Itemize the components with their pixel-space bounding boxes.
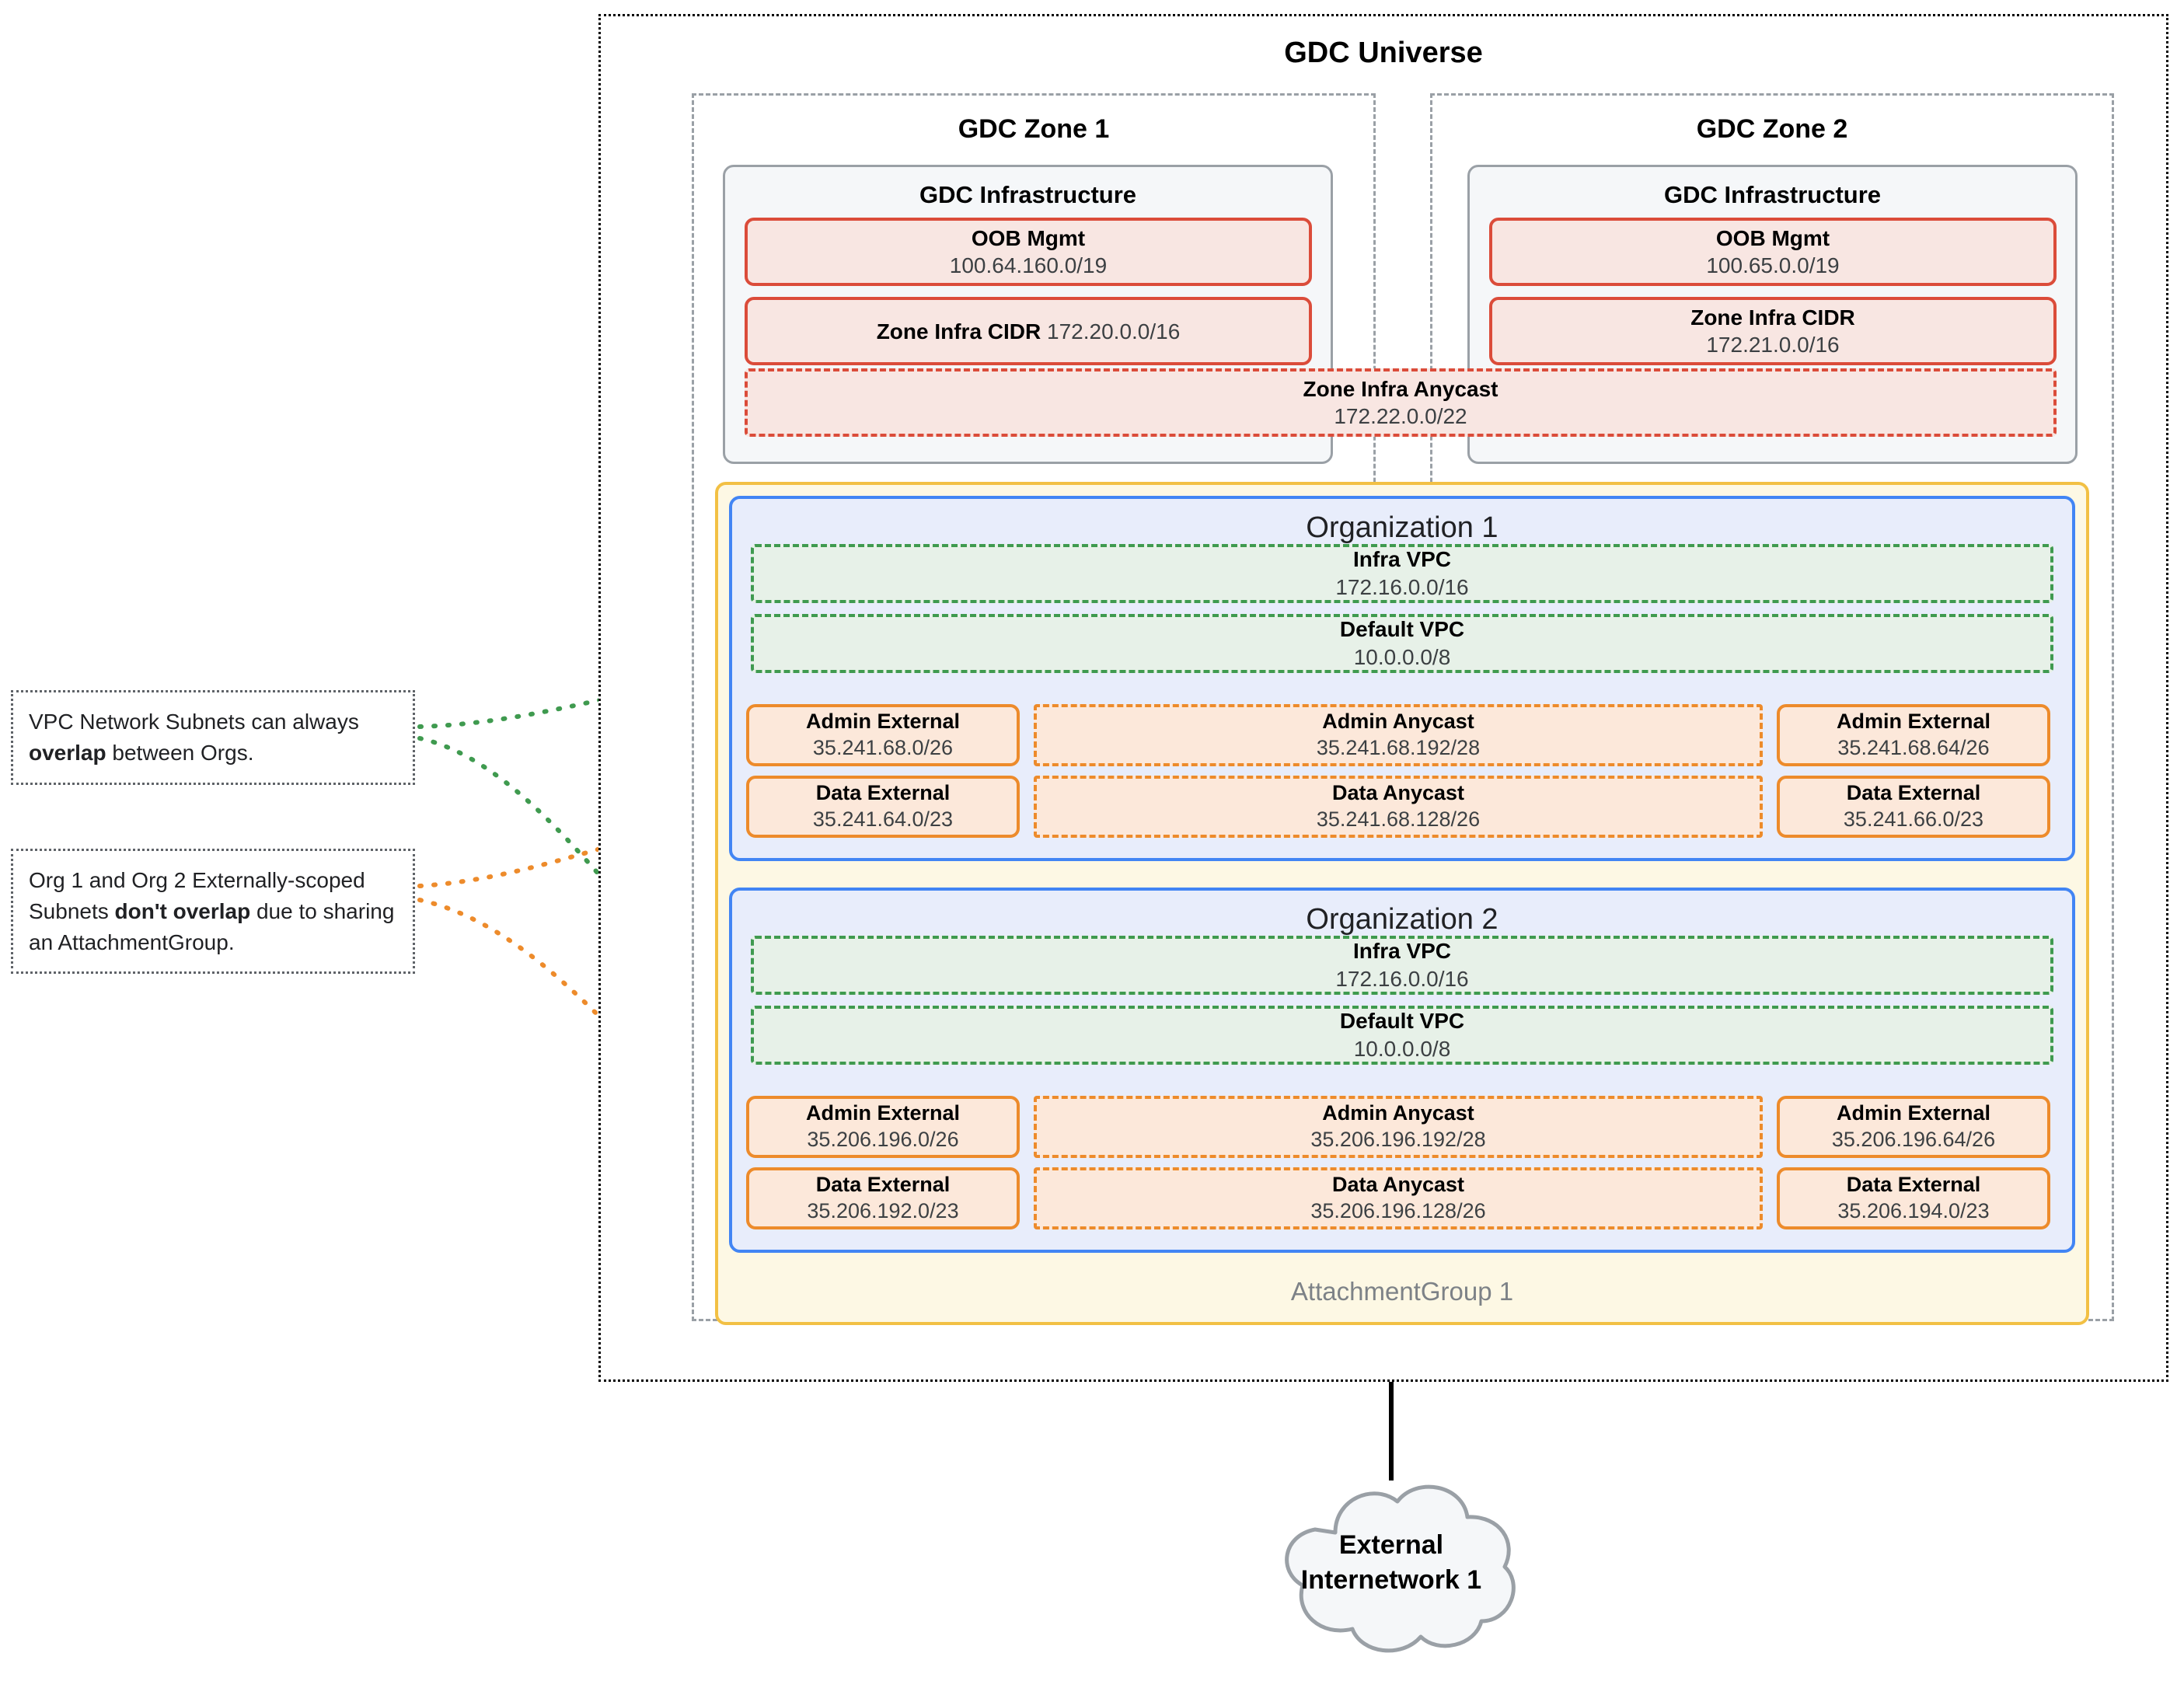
default-vpc-box-org2: Default VPC 10.0.0.0/8 [751,1006,2053,1065]
admin-external-right-label-org2: Admin External [1836,1101,1991,1125]
oob-mgmt-cidr-zone1: 100.64.160.0/19 [949,253,1108,277]
default-vpc-cidr-org1: 10.0.0.0/8 [1353,645,1451,669]
zone-infra-cidr-value-zone2: 172.21.0.0/16 [1706,333,1840,357]
admin-anycast-label-org1: Admin Anycast [1322,710,1474,734]
zone-infra-cidr-box-zone2: Zone Infra CIDR 172.21.0.0/16 [1489,297,2057,365]
oob-mgmt-box-zone2: OOB Mgmt 100.65.0.0/19 [1489,218,2057,286]
admin-anycast-cidr-org1: 35.241.68.192/28 [1316,736,1481,759]
admin-anycast-label-org2: Admin Anycast [1322,1101,1474,1125]
oob-mgmt-box-zone1: OOB Mgmt 100.64.160.0/19 [745,218,1312,286]
data-external-right-org1: Data External 35.241.66.0/23 [1777,776,2050,838]
data-external-right-org2: Data External 35.206.194.0/23 [1777,1167,2050,1229]
zone-infra-anycast-label: Zone Infra Anycast [1303,377,1498,401]
admin-external-right-org2: Admin External 35.206.196.64/26 [1777,1096,2050,1158]
admin-external-right-label-org1: Admin External [1836,710,1991,734]
data-anycast-org2: Data Anycast 35.206.196.128/26 [1034,1167,1763,1229]
external-internetwork-line2: Internetwork 1 [1300,1564,1482,1595]
data-external-right-cidr-org1: 35.241.66.0/23 [1843,807,1984,831]
data-external-left-label-org1: Data External [815,781,951,805]
admin-anycast-org1: Admin Anycast 35.241.68.192/28 [1034,704,1763,766]
default-vpc-label-org1: Default VPC [1339,616,1465,641]
data-anycast-cidr-org2: 35.206.196.128/26 [1310,1199,1486,1222]
infra-vpc-label-org2: Infra VPC [1352,938,1452,963]
data-external-left-org1: Data External 35.241.64.0/23 [746,776,1020,838]
data-anycast-label-org2: Data Anycast [1331,1173,1465,1197]
data-external-right-label-org1: Data External [1846,781,1981,805]
external-internetwork-label: External Internetwork 1 [1244,1528,1539,1598]
gdc-infrastructure-title-zone2: GDC Infrastructure [1663,181,1882,208]
admin-external-left-label-org2: Admin External [805,1101,961,1125]
annotation-no-overlap-text-1: Org 1 and Org 2 Externally-scoped Subnet… [29,868,365,923]
admin-external-right-cidr-org1: 35.241.68.64/26 [1837,736,1990,759]
admin-external-left-org2: Admin External 35.206.196.0/26 [746,1096,1020,1158]
admin-external-left-label-org1: Admin External [805,710,961,734]
gdc-zone-1-title: GDC Zone 1 [958,114,1110,144]
data-anycast-cidr-org1: 35.241.68.128/26 [1316,807,1481,831]
attachment-group-label: AttachmentGroup 1 [1290,1277,1514,1306]
oob-mgmt-cidr-zone2: 100.65.0.0/19 [1706,253,1840,277]
annotation-no-overlap-bold: don't overlap [114,898,251,923]
data-external-right-cidr-org2: 35.206.194.0/23 [1837,1199,1990,1222]
annotation-overlap-text-2: between Orgs. [106,740,254,765]
data-anycast-org1: Data Anycast 35.241.68.128/26 [1034,776,1763,838]
data-anycast-label-org1: Data Anycast [1331,781,1465,805]
organization-1-title: Organization 1 [1306,511,1498,544]
gdc-universe-title: GDC Universe [1284,37,1483,69]
data-external-left-label-org2: Data External [815,1173,951,1197]
oob-mgmt-label-zone1: OOB Mgmt [971,226,1086,250]
admin-external-left-org1: Admin External 35.241.68.0/26 [746,704,1020,766]
organization-2-title: Organization 2 [1306,903,1498,936]
admin-external-left-cidr-org1: 35.241.68.0/26 [812,736,954,759]
gdc-zone-2-title: GDC Zone 2 [1696,114,1848,144]
gdc-infrastructure-title-zone1: GDC Infrastructure [919,181,1137,208]
data-external-left-org2: Data External 35.206.192.0/23 [746,1167,1020,1229]
default-vpc-label-org2: Default VPC [1339,1008,1465,1033]
data-external-left-cidr-org1: 35.241.64.0/23 [812,807,954,831]
infra-vpc-label-org1: Infra VPC [1352,546,1452,571]
admin-external-right-org1: Admin External 35.241.68.64/26 [1777,704,2050,766]
oob-mgmt-label-zone2: OOB Mgmt [1715,226,1830,250]
data-external-right-label-org2: Data External [1846,1173,1981,1197]
zone-infra-cidr-label-zone1: Zone Infra CIDR [876,319,1041,344]
zone-infra-cidr-label-zone2: Zone Infra CIDR [1690,305,1855,330]
annotation-no-overlap-text-2: due to sharing an AttachmentGroup. [29,898,395,954]
zone-infra-cidr-box-zone1: Zone Infra CIDR 172.20.0.0/16 [745,297,1312,365]
external-internetwork-cloud: External Internetwork 1 [1244,1461,1539,1671]
infra-vpc-box-org1: Infra VPC 172.16.0.0/16 [751,544,2053,603]
default-vpc-box-org1: Default VPC 10.0.0.0/8 [751,614,2053,673]
annotation-overlap-text-1: VPC Network Subnets can always [29,710,359,734]
annotation-overlap-bold: overlap [29,740,106,765]
zone-infra-anycast-cidr: 172.22.0.0/22 [1334,404,1467,428]
admin-anycast-org2: Admin Anycast 35.206.196.192/28 [1034,1096,1763,1158]
infra-vpc-cidr-org1: 172.16.0.0/16 [1335,575,1469,599]
data-external-left-cidr-org2: 35.206.192.0/23 [807,1199,959,1222]
infra-vpc-box-org2: Infra VPC 172.16.0.0/16 [751,936,2053,995]
annotation-overlap-callout: VPC Network Subnets can always overlap b… [11,690,415,785]
admin-external-right-cidr-org2: 35.206.196.64/26 [1831,1128,1996,1151]
annotation-no-overlap-callout: Org 1 and Org 2 Externally-scoped Subnet… [11,849,415,975]
default-vpc-cidr-org2: 10.0.0.0/8 [1353,1037,1451,1061]
zone-infra-anycast-box: Zone Infra Anycast 172.22.0.0/22 [745,368,2057,437]
cloud-icon [1285,1484,1516,1653]
admin-anycast-cidr-org2: 35.206.196.192/28 [1310,1128,1486,1151]
zone-infra-cidr-value-zone1: 172.20.0.0/16 [1047,319,1181,344]
admin-external-left-cidr-org2: 35.206.196.0/26 [807,1128,959,1151]
infra-vpc-cidr-org2: 172.16.0.0/16 [1335,967,1469,991]
external-internetwork-line1: External [1338,1530,1444,1560]
